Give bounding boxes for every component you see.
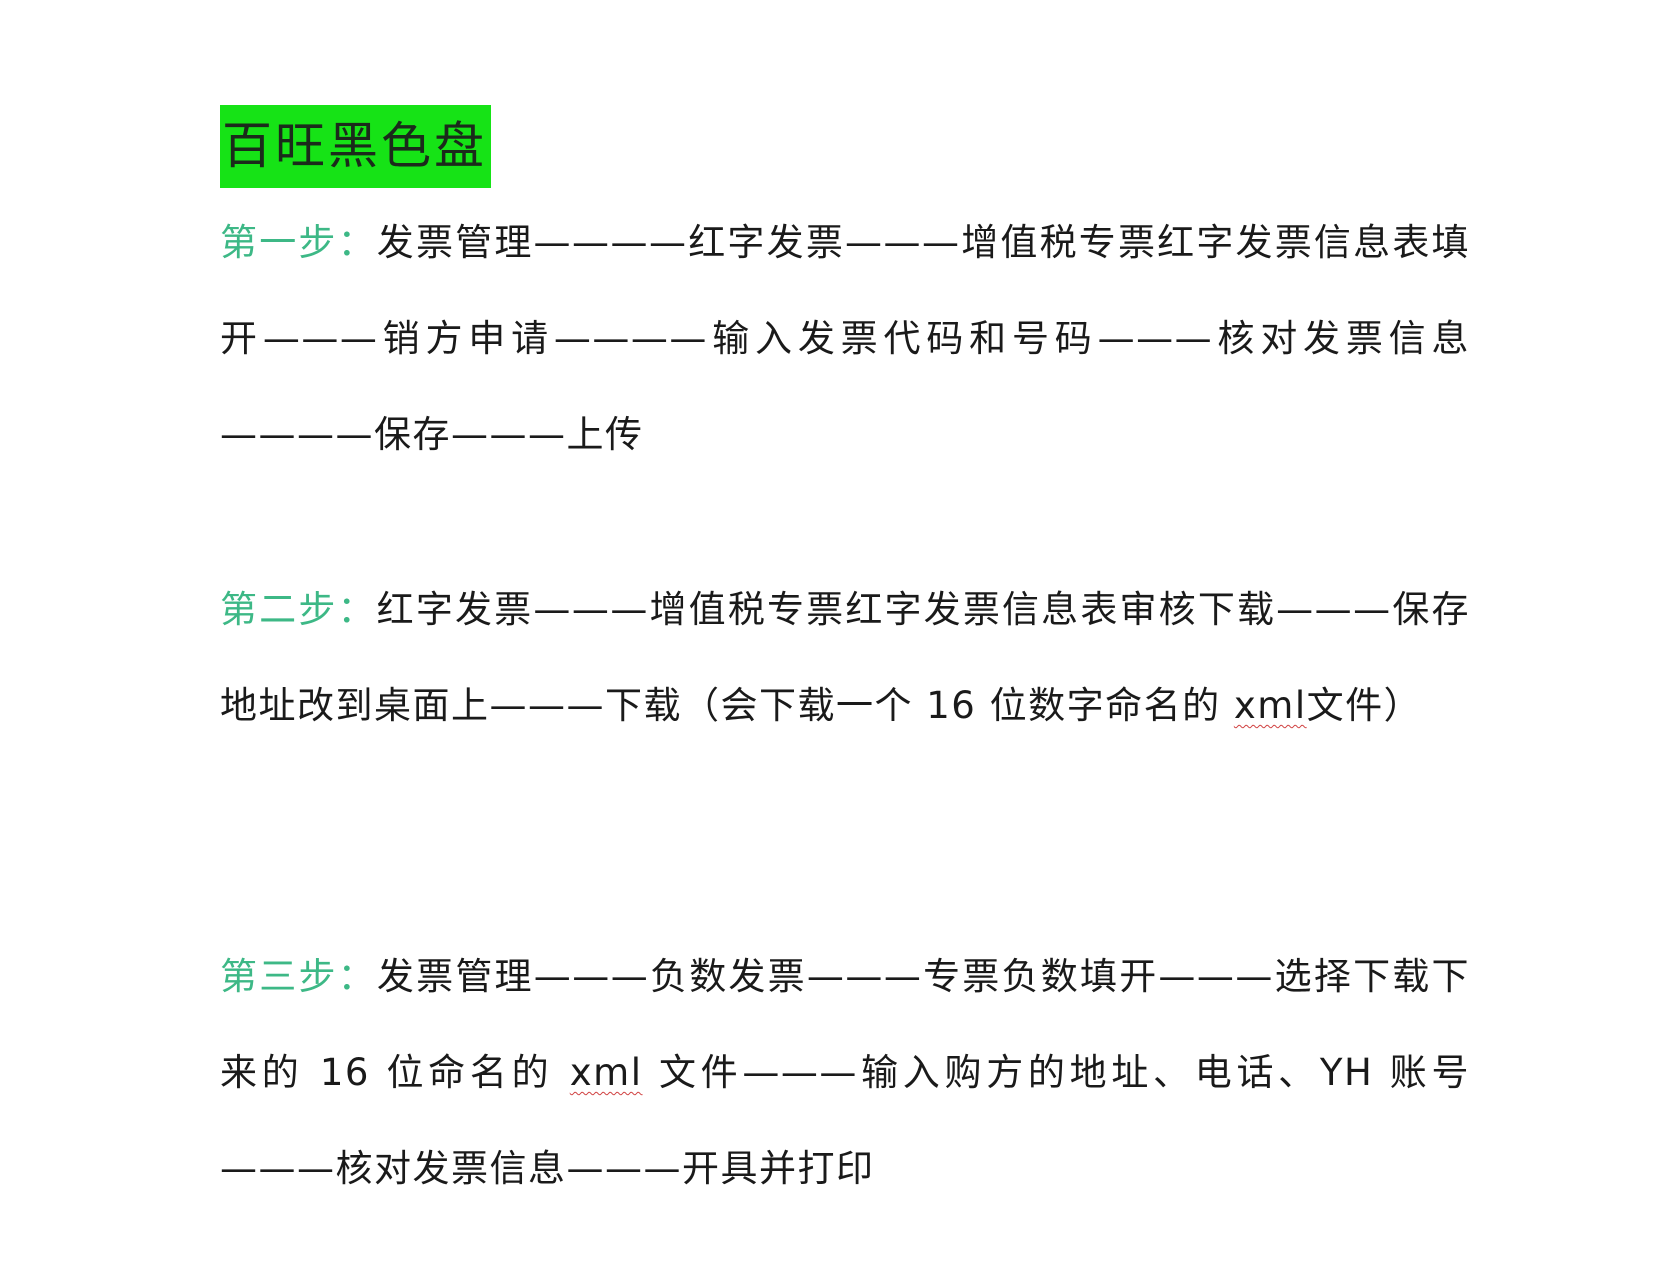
step-3-xml-spellcheck-word: xml (569, 1051, 643, 1094)
document-title: 百旺黑色盘 (220, 105, 491, 188)
step-1-paragraph: 第一步：发票管理————红字发票———增值税专票红字发票信息表填开———销方申请… (220, 195, 1470, 483)
step-2-text: 红字发票———增值税专票红字发票信息表审核下载———保存地址改到桌面上———下载… (220, 588, 1471, 727)
step-3-text: 发票管理———负数发票———专票负数填开———选择下载下来的 16 位命名的 (220, 955, 1471, 1094)
step-2-label: 第二步： (220, 588, 377, 631)
step-1-label: 第一步： (220, 221, 377, 264)
step-1-text: 发票管理————红字发票———增值税专票红字发票信息表填开———销方申请————… (220, 221, 1471, 456)
step-2-text-end: 文件） (1306, 684, 1423, 727)
step-2-paragraph: 第二步：红字发票———增值税专票红字发票信息表审核下载———保存地址改到桌面上—… (220, 562, 1470, 754)
step-3-text-end: 文件———输入购方的地址、电话、YH 账号———核对发票信息———开具并打印 (220, 1051, 1470, 1190)
step-3-paragraph: 第三步：发票管理———负数发票———专票负数填开———选择下载下来的 16 位命… (220, 929, 1470, 1217)
step-2-xml-spellcheck-word: xml (1233, 684, 1307, 727)
step-3-label: 第三步： (220, 955, 377, 998)
